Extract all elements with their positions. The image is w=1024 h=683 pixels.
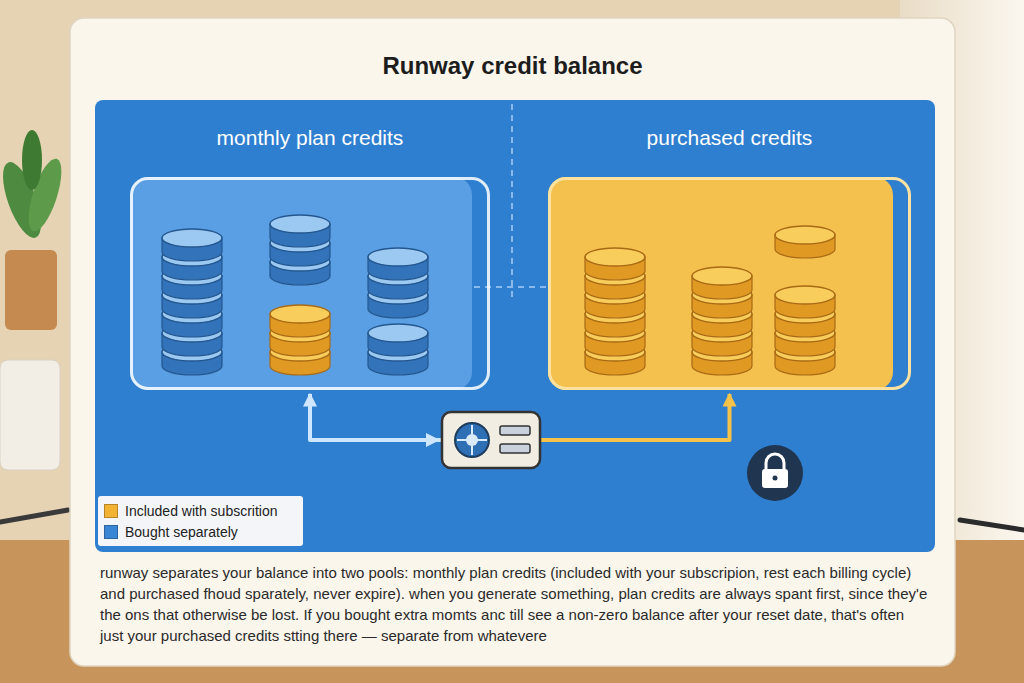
- pool-heading: monthly plan credits: [133, 126, 487, 150]
- caption-text: runway separates your balance into two p…: [100, 562, 930, 646]
- credit-pool-box: purchased credits: [548, 177, 911, 390]
- legend-swatch: [104, 525, 118, 539]
- legend-row: Bought separately: [104, 521, 278, 542]
- pool-heading: purchased credits: [551, 126, 908, 150]
- title-wrap: Runway credit balance: [70, 52, 955, 80]
- legend-swatch: [104, 504, 118, 518]
- caption-wrap: runway separates your balance into two p…: [100, 562, 930, 646]
- diagram-title: Runway credit balance: [70, 52, 955, 80]
- legend-text: Included with subscrition: [125, 503, 278, 519]
- credit-pool-box: monthly plan credits: [130, 177, 490, 390]
- legend: Included with subscritionBought separate…: [104, 500, 278, 542]
- legend-text: Bought separately: [125, 524, 238, 540]
- legend-row: Included with subscrition: [104, 500, 278, 521]
